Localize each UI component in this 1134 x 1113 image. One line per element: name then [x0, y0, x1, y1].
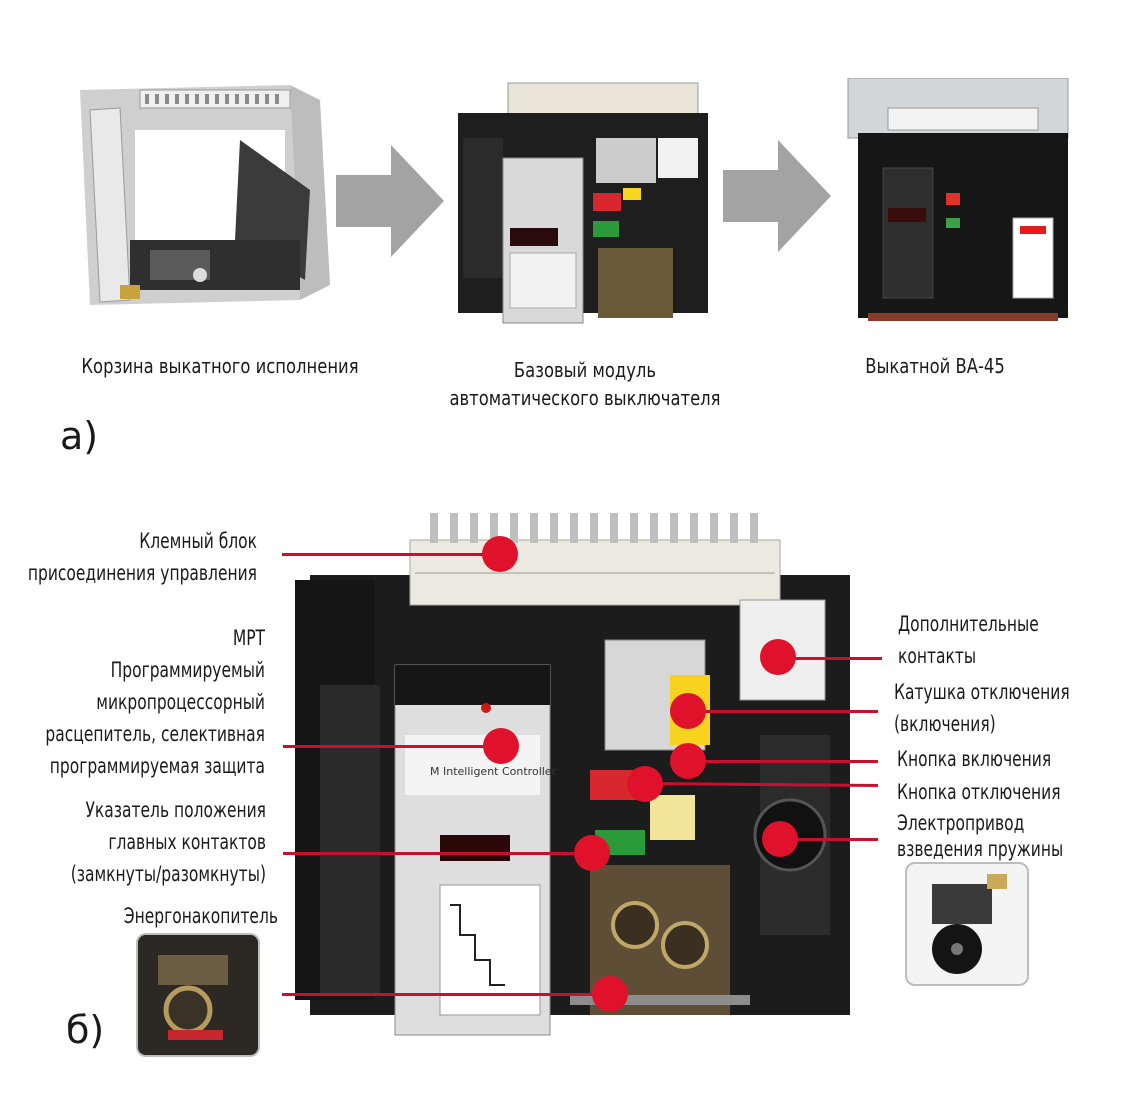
label-line: главных контактов [108, 830, 266, 854]
label-line: микропроцессорный [96, 690, 265, 714]
label-line: МРТ [232, 626, 265, 650]
part-b-letter: б) [66, 1008, 105, 1052]
label-line: взведения пружины [897, 837, 1064, 861]
leader-terminal-block [282, 553, 500, 556]
leader-trip-coil [688, 710, 878, 713]
leader-spring-motor [780, 838, 878, 841]
controller-text: M Intelligent Controller [430, 765, 557, 778]
label-off-button: Кнопка отключения [897, 776, 1094, 808]
part-a-letter: а) [60, 414, 99, 458]
marker-mpt [483, 728, 519, 764]
marker-aux-contacts [760, 639, 796, 675]
marker-spring-motor [762, 821, 798, 857]
label-trip-coil: Катушка отключения (включения) [894, 676, 1091, 740]
assembled-breaker-image [847, 78, 1069, 321]
label-line: Энергонакопитель [123, 904, 278, 928]
caption-base-module: Базовый модуль автоматического выключате… [425, 356, 745, 412]
marker-trip-coil [670, 693, 706, 729]
marker-energy-storage [592, 976, 628, 1012]
caption-assembled: Выкатной ВА-45 [824, 352, 1045, 380]
label-line: (замкнуты/разомкнуты) [70, 862, 266, 886]
energy-storage-inset-image [136, 933, 260, 1057]
label-line: (включения) [894, 712, 996, 736]
label-spring-motor: Электропривод взведения пружины [897, 810, 1094, 862]
leader-energy-storage [282, 993, 612, 996]
caption-line: автоматического выключателя [449, 386, 721, 410]
label-energy-storage: Энергонакопитель [32, 900, 278, 932]
label-line: Дополнительные [898, 612, 1039, 636]
label-terminal-block: Клемный блок присоединения управления [0, 525, 257, 589]
label-on-button: Кнопка включения [897, 743, 1094, 775]
label-line: присоединения управления [27, 561, 258, 585]
label-line: расцепитель, селективная [45, 722, 265, 746]
caption-cradle: Корзина выкатного исполнения [56, 352, 384, 380]
leader-on-button [688, 760, 878, 763]
marker-terminal-block [482, 536, 518, 572]
label-line: Электропривод [897, 811, 1025, 835]
label-line: Кнопка отключения [897, 780, 1061, 804]
label-line: контакты [898, 644, 977, 668]
marker-off-button [627, 766, 663, 802]
leader-position-indicator [283, 852, 593, 855]
base-module-image [458, 82, 708, 324]
caption-line: Корзина выкатного исполнения [81, 354, 359, 378]
label-line: Катушка отключения [894, 680, 1070, 704]
spring-motor-inset-image [905, 862, 1029, 986]
label-line: Кнопка включения [897, 747, 1052, 771]
marker-on-button [670, 743, 706, 779]
breaker-main-image: M Intelligent Controller [295, 513, 850, 1036]
marker-position-indicator [574, 835, 610, 871]
label-line: Клемный блок [139, 529, 257, 553]
caption-line: Выкатной ВА-45 [865, 354, 1005, 378]
label-line: Указатель положения [85, 798, 267, 822]
label-position-indicator: Указатель положения главных контактов (з… [0, 794, 266, 890]
cradle-image [80, 85, 330, 305]
label-aux-contacts: Дополнительные контакты [898, 608, 1095, 672]
label-line: программируемая защита [49, 754, 266, 778]
leader-mpt [283, 745, 501, 748]
arrow-right-icon [723, 140, 831, 252]
leader-aux-contacts [778, 657, 882, 660]
caption-line: Базовый модуль [513, 358, 657, 382]
label-line: Программируемый [110, 658, 265, 682]
arrow-right-icon [336, 145, 444, 257]
label-mpt: МРТ Программируемый микропроцессорный ра… [0, 622, 265, 782]
